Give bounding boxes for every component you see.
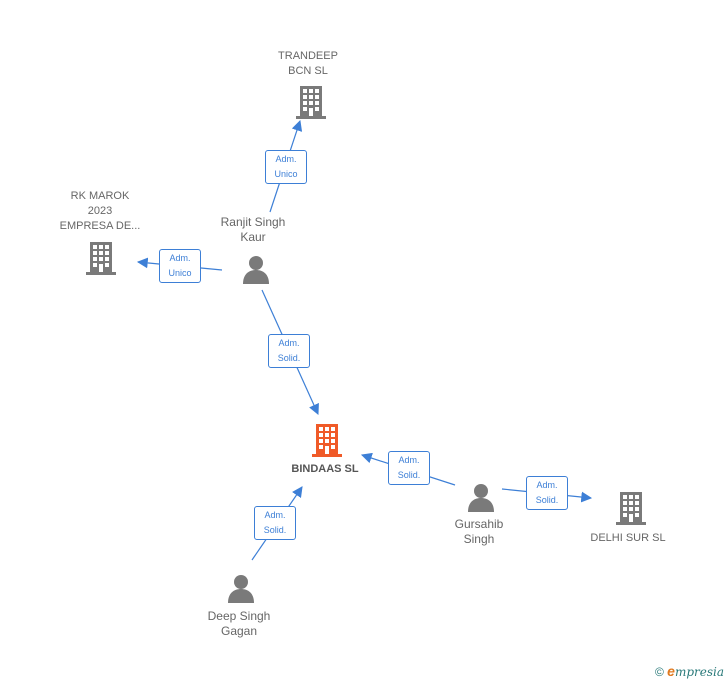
building-icon[interactable] bbox=[614, 490, 648, 526]
building-icon[interactable] bbox=[310, 422, 344, 458]
node-label-delhi-sur: DELHI SUR SL bbox=[590, 532, 666, 544]
copyright-symbol: © bbox=[654, 665, 664, 679]
edge-label-deep-bindaas[interactable]: Adm. Solid. bbox=[254, 506, 296, 540]
building-icon[interactable] bbox=[84, 240, 118, 276]
node-label-trandeep: TRANDEEP BCN SL bbox=[278, 50, 338, 77]
brand-logo-text: mpresia bbox=[674, 665, 724, 679]
node-label-bindaas: BINDAAS SL bbox=[291, 463, 359, 475]
brand-logo-initial: e bbox=[667, 663, 675, 679]
edge-label-ranjit-trandeep[interactable]: Adm. Unico bbox=[265, 150, 307, 184]
edge-label-ranjit-rk-marok[interactable]: Adm. Unico bbox=[159, 249, 201, 283]
brand-footer: © empresia bbox=[655, 663, 724, 679]
edge-label-gursahib-delhi-sur[interactable]: Adm. Solid. bbox=[526, 476, 568, 510]
edge-label-ranjit-bindaas[interactable]: Adm. Solid. bbox=[268, 334, 310, 368]
node-label-deep-singh: Deep Singh Gagan bbox=[207, 609, 271, 638]
node-label-ranjit: Ranjit Singh Kaur bbox=[220, 215, 286, 244]
person-icon[interactable] bbox=[226, 573, 256, 603]
node-label-gursahib: Gursahib Singh bbox=[454, 517, 504, 546]
node-label-rk-marok: RK MAROK 2023 EMPRESA DE... bbox=[59, 190, 141, 232]
building-icon[interactable] bbox=[294, 84, 328, 120]
person-icon[interactable] bbox=[241, 254, 271, 284]
person-icon[interactable] bbox=[466, 482, 496, 512]
edge-label-gursahib-bindaas[interactable]: Adm. Solid. bbox=[388, 451, 430, 485]
